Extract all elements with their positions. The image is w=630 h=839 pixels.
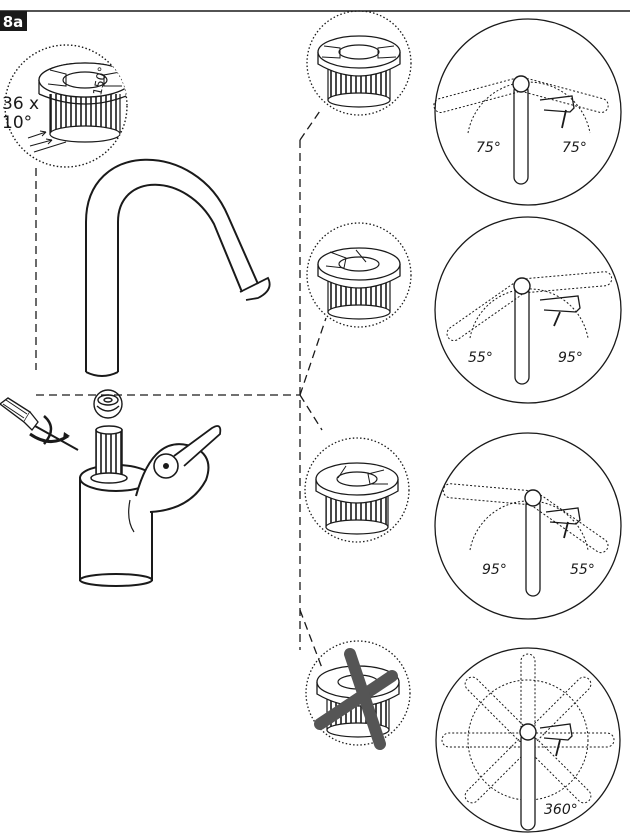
full-angle-label-4: 360° xyxy=(544,802,578,818)
spout xyxy=(85,158,271,377)
ring-marking-label: 150° xyxy=(90,65,110,96)
screwdriver xyxy=(0,397,79,451)
tooth-angle-arrows xyxy=(27,130,67,153)
right-angle-label-1: 75° xyxy=(562,140,587,156)
left-angle-label-1: 75° xyxy=(476,140,501,156)
cross-out-mark xyxy=(314,670,398,730)
option-row-1: 75° 75° xyxy=(306,10,622,206)
ring-option-removed xyxy=(305,640,411,750)
ring-option-standard xyxy=(306,10,412,116)
swivel-range-diagram-4: 360° xyxy=(435,647,621,833)
left-angle-label-2: 55° xyxy=(468,350,493,366)
ring-detail-view: 150° 36 x 10° xyxy=(2,44,128,168)
ratchet-count-label: 36 x xyxy=(2,94,39,114)
swivel-range-diagram-3: 95° 55° xyxy=(434,432,622,620)
step-badge: 8a xyxy=(0,11,27,31)
ring-option-rotated-right xyxy=(304,437,410,543)
option-row-3: 95° 55° xyxy=(304,432,622,620)
option-row-2: 55° 95° xyxy=(306,216,622,404)
ring-option-rotated-left xyxy=(306,222,412,328)
option-row-4: 360° xyxy=(305,640,621,833)
cross-out-mark-2 xyxy=(344,648,386,750)
ratchet-ring-small xyxy=(93,389,123,419)
right-angle-label-2: 95° xyxy=(558,350,583,366)
right-angle-label-3: 55° xyxy=(570,562,595,578)
tap-body xyxy=(79,425,222,587)
left-angle-label-3: 95° xyxy=(482,562,507,578)
swivel-range-diagram-1: 75° 75° xyxy=(433,18,622,206)
swivel-range-diagram-2: 55° 95° xyxy=(434,216,622,404)
ring-detail-illustration xyxy=(38,62,127,143)
ratchet-angle-label: 10° xyxy=(2,113,32,133)
step-badge-label: 8a xyxy=(3,13,24,31)
connector-lines xyxy=(35,107,327,669)
